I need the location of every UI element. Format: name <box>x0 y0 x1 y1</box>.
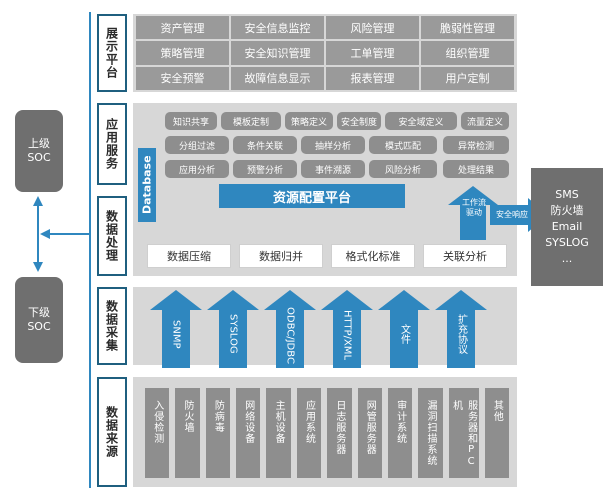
collect-arrow-icon <box>150 290 202 368</box>
source-item: 网络设备 <box>236 388 261 478</box>
source-grid: 入侵检测 防火墙 防病毒 网络设备 主机设备 应用系统 日志服务器 网管服务器 … <box>145 388 509 478</box>
collect-arrow-icon <box>321 290 373 368</box>
app-row3-item: 风险分析 <box>369 160 437 178</box>
collect-protocol-label: ODBC/JDBC <box>284 306 296 364</box>
source-item: 审计系统 <box>387 388 413 478</box>
layer-label-app: 应用服务 <box>97 103 127 185</box>
source-item: 日志服务器 <box>327 388 352 478</box>
display-item: 组织管理 <box>421 41 514 65</box>
lower-soc-box: 下级 SOC <box>15 277 63 363</box>
data-proc-item: 数据压缩 <box>147 244 231 268</box>
display-item: 资产管理 <box>136 16 229 40</box>
collect-protocol-label: 文件 <box>398 324 410 344</box>
source-item: 网管服务器 <box>357 388 382 478</box>
layer-label-collect: 数据采集 <box>97 287 127 365</box>
source-item: 防火墙 <box>175 388 200 478</box>
left-arrowhead-icon <box>40 229 50 239</box>
app-row1-item: 安全制度 <box>337 112 381 130</box>
app-row1-item: 模板定制 <box>221 112 281 130</box>
source-item: 漏洞扫描系统 <box>418 388 443 478</box>
output-channel: ... <box>561 251 573 265</box>
output-channels-box: SMS 防火墙 Email SYSLOG ... <box>531 168 603 286</box>
source-item: 服务器和PC机 <box>448 388 479 478</box>
app-row2-item: 抽样分析 <box>301 136 365 154</box>
display-item: 安全预警 <box>136 66 229 90</box>
app-row3-item: 应用分析 <box>165 160 229 178</box>
data-proc-item: 数据归并 <box>239 244 323 268</box>
display-item: 故障信息显示 <box>231 66 324 90</box>
data-proc-item: 关联分析 <box>423 244 507 268</box>
app-row2-item: 模式匹配 <box>369 136 437 154</box>
output-channel: 防火墙 <box>550 204 584 218</box>
source-item: 应用系统 <box>296 388 322 478</box>
layer-label-data-proc: 数据处理 <box>97 196 127 276</box>
source-item: 主机设备 <box>266 388 291 478</box>
up-arrowhead-icon <box>33 196 43 206</box>
display-item: 风险管理 <box>326 16 419 40</box>
app-row3-item: 处理结果 <box>443 160 509 178</box>
collect-protocol-label: SNMP <box>170 319 182 349</box>
display-item: 策略管理 <box>136 41 229 65</box>
display-item: 用户定制 <box>421 66 514 90</box>
resource-platform-bar: 资源配置平台 <box>219 184 405 208</box>
collect-arrow-icon <box>378 290 430 368</box>
app-row1-item: 策略定义 <box>285 112 333 130</box>
workflow-up-arrow <box>448 186 498 240</box>
app-row3-item: 事件溯源 <box>301 160 365 178</box>
app-row1-item: 知识共享 <box>165 112 217 130</box>
output-channel: SMS <box>555 188 579 202</box>
output-channel: SYSLOG <box>545 235 589 249</box>
source-item: 其他 <box>484 388 509 478</box>
layer-label-display: 展示平台 <box>97 14 127 92</box>
source-item: 防病毒 <box>205 388 231 478</box>
collect-arrow-icon <box>207 290 259 368</box>
down-arrowhead-icon <box>33 262 43 272</box>
collect-protocol-label: 扩充协议 <box>455 314 467 354</box>
collect-arrow-icon <box>435 290 487 368</box>
app-row1-item: 安全域定义 <box>385 112 457 130</box>
display-item: 工单管理 <box>326 41 419 65</box>
app-row2-item: 条件关联 <box>233 136 297 154</box>
display-item: 报表管理 <box>326 66 419 90</box>
output-channel: Email <box>551 220 583 234</box>
collect-protocol-label: HTTP/XML <box>341 309 353 360</box>
app-row1-item: 流量定义 <box>461 112 509 130</box>
layer-label-source: 数据来源 <box>97 377 127 487</box>
source-item: 入侵检测 <box>145 388 170 478</box>
display-item: 安全知识管理 <box>231 41 324 65</box>
workflow-label: 工作流 驱动 <box>462 198 486 217</box>
upper-soc-box: 上级 SOC <box>15 110 63 192</box>
collect-protocol-label: SYSLOG <box>227 314 239 354</box>
display-grid: 资产管理 安全信息监控 风险管理 脆弱性管理 策略管理 安全知识管理 工单管理 … <box>136 16 514 90</box>
app-row2-item: 异常检测 <box>443 136 509 154</box>
app-row2-item: 分组过滤 <box>165 136 229 154</box>
collect-arrow-icon <box>264 290 316 368</box>
data-proc-item: 格式化标准 <box>331 244 415 268</box>
display-item: 脆弱性管理 <box>421 16 514 40</box>
display-item: 安全信息监控 <box>231 16 324 40</box>
app-row3-item: 预警分析 <box>233 160 297 178</box>
security-response-label: 安全响应 <box>496 210 528 219</box>
